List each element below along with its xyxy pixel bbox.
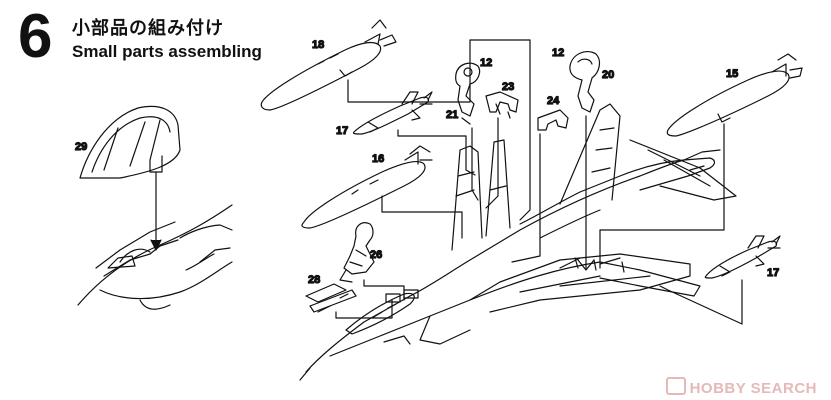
callout-20: 20 xyxy=(602,69,614,81)
missile-17-top xyxy=(352,91,433,135)
canopy-part xyxy=(79,105,181,179)
step-number: 6 xyxy=(18,2,53,71)
drop-tank-15 xyxy=(666,53,803,137)
watermark-text: HOBBY SEARCH xyxy=(689,380,817,397)
leader-line xyxy=(335,299,393,319)
cockpit-inset xyxy=(77,204,233,310)
part-12-right xyxy=(569,51,601,113)
aircraft-main-view xyxy=(299,103,737,381)
part-28 xyxy=(305,283,357,313)
leader-line xyxy=(659,279,743,325)
callout-12-right: 12 xyxy=(552,47,564,59)
callout-16: 16 xyxy=(372,153,384,165)
part-24 xyxy=(537,109,569,131)
leader-line xyxy=(471,127,479,201)
leader-line xyxy=(511,133,541,263)
callout-29: 29 xyxy=(75,141,87,153)
part-23 xyxy=(485,91,519,119)
callout-28: 28 xyxy=(308,274,320,286)
step-title-english: Small parts assembling xyxy=(72,42,262,61)
drop-tank-16 xyxy=(301,145,433,229)
part-12-left xyxy=(455,62,481,125)
callout-12-left: 12 xyxy=(480,57,492,69)
leader-line xyxy=(397,129,476,176)
callout-18: 18 xyxy=(312,39,324,51)
callout-15: 15 xyxy=(726,68,738,80)
callout-17-top: 17 xyxy=(336,125,348,137)
watermark-logo-icon xyxy=(665,377,686,395)
step-title-japanese: 小部品の組み付け xyxy=(72,18,224,39)
callout-26: 26 xyxy=(370,249,382,261)
leader-line xyxy=(347,39,531,221)
leader-line xyxy=(577,115,595,271)
callout-24: 24 xyxy=(547,95,560,107)
callout-17-right: 17 xyxy=(767,267,779,279)
callout-21: 21 xyxy=(446,109,458,121)
watermark: HOBBY SEARCH xyxy=(665,377,817,397)
canopy-arrow xyxy=(150,171,162,251)
leader-line xyxy=(599,123,725,269)
leader-line xyxy=(381,195,463,239)
drop-tank-18 xyxy=(260,19,397,111)
leader-line xyxy=(485,117,499,209)
missile-17-right xyxy=(704,235,781,279)
callout-23: 23 xyxy=(502,81,514,93)
ejection-seat-26 xyxy=(339,222,375,283)
